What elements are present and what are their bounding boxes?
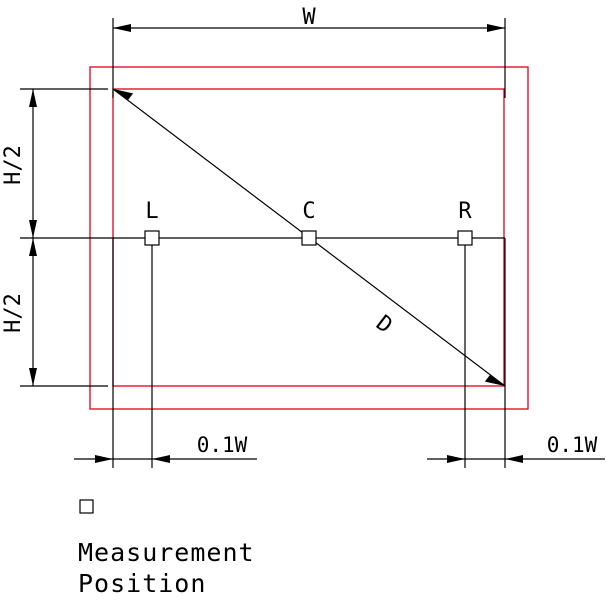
legend-line-1: Measurement — [78, 538, 255, 567]
legend: Measurement Position — [78, 499, 255, 598]
right-point-label: R — [458, 199, 472, 224]
half-height-top-label: H/2 — [1, 145, 26, 185]
legend-line-2: Position — [78, 569, 206, 598]
half-height-bottom-label: H/2 — [1, 293, 26, 333]
left-point-label: L — [145, 199, 158, 224]
left-offset-dimension: 0.1W — [74, 433, 257, 463]
diagonal-label: D — [371, 311, 397, 339]
width-label: W — [302, 5, 316, 30]
width-dimension: W — [112, 5, 506, 98]
right-offset-label: 0.1W — [547, 433, 598, 457]
right-measurement-marker — [457, 230, 473, 246]
left-measurement-marker — [144, 230, 160, 246]
center-measurement-marker — [301, 230, 317, 246]
right-offset-dimension: 0.1W — [427, 433, 605, 463]
center-point-label: C — [302, 199, 315, 224]
half-height-dimensions: H/2 H/2 — [1, 88, 108, 387]
legend-marker-icon — [79, 499, 94, 514]
left-offset-label: 0.1W — [197, 433, 248, 457]
